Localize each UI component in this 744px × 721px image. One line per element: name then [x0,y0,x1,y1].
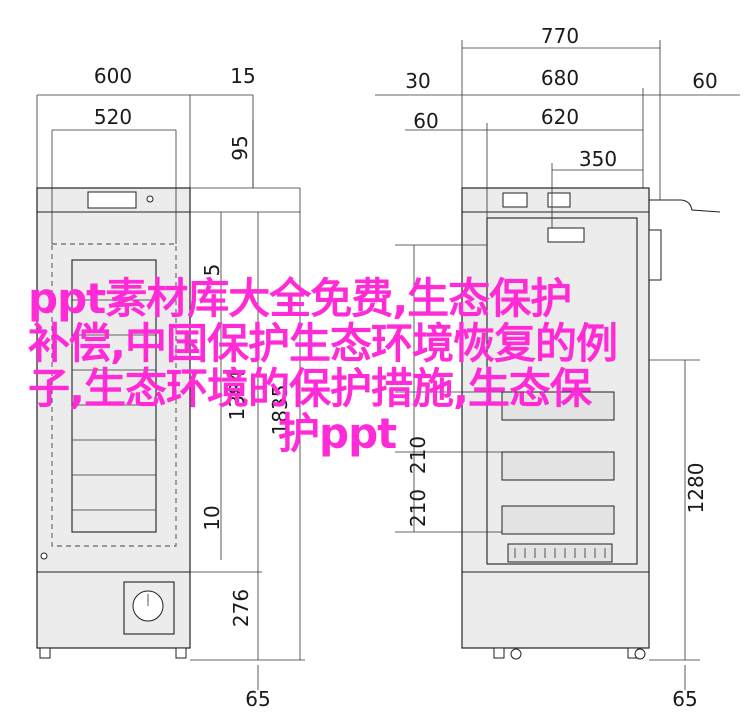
side-rear-bracket [648,229,662,281]
side-bottom-vent [507,543,613,563]
dim-60-left-label: 60 [413,109,438,133]
dim-276-label: 276 [229,589,253,627]
dim-210-a-label: 210 [406,436,430,474]
dim-210-b-label: 210 [406,489,430,527]
side-power-cord [649,199,721,213]
side-fan-unit [547,227,585,243]
side-display-box [502,192,528,208]
front-inner-frame [71,259,157,533]
front-cabinet-body [36,187,191,649]
side-shelves [501,391,615,535]
dim-770-label: 770 [541,24,579,48]
dim-520-label: 520 [94,105,132,129]
side-inner-chamber [486,217,638,565]
overlay-line-4: 护ppt [278,409,397,458]
overlay-line-3: 子,生态环境的保护措施,生态保 [28,364,592,413]
dim-680-label: 680 [541,66,579,90]
side-view-unit [461,187,721,660]
dim-350-label: 350 [579,147,617,171]
front-view-dimensions: 600 15 520 95 5 1384 1835 10 276 65 [36,64,305,711]
front-door-lock [40,552,48,560]
front-recorder-box [123,581,175,635]
side-control-box [547,192,571,208]
watermark-overlay-text: ppt素材库大全免费,生态保护 补偿,中国保护生态环境恢复的例 子,生态环境的保… [28,276,718,456]
dim-5-label: 5 [200,264,224,277]
front-shelves [72,299,156,511]
dim-30-label: 30 [405,69,430,93]
side-feet [493,647,646,660]
dim-bottom-65-left-label: 65 [245,687,270,711]
front-view-unit [36,187,191,659]
dim-600-label: 600 [94,64,132,88]
dim-1384-label: 1384 [225,370,249,421]
side-view-dimensions: 770 30 680 60 60 620 350 210 210 1280 65 [375,24,740,711]
front-door-glass-outline [51,243,177,547]
front-feet [39,647,187,659]
dim-1835-label: 1835 [268,385,292,436]
front-control-display [87,191,137,209]
dim-15-label: 15 [230,64,255,88]
dim-60-top-label: 60 [692,69,717,93]
dim-95-label: 95 [228,135,252,160]
dim-bottom-65-right-label: 65 [672,687,697,711]
dim-10-label: 10 [200,505,224,530]
dim-620-label: 620 [541,105,579,129]
overlay-line-1: ppt素材库大全免费,生态保护 [28,274,572,323]
front-control-knob [146,195,154,203]
side-vent-slots [514,548,606,558]
dim-1280-label: 1280 [684,463,708,514]
overlay-line-2: 补偿,中国保护生态环境恢复的例 [28,319,618,368]
